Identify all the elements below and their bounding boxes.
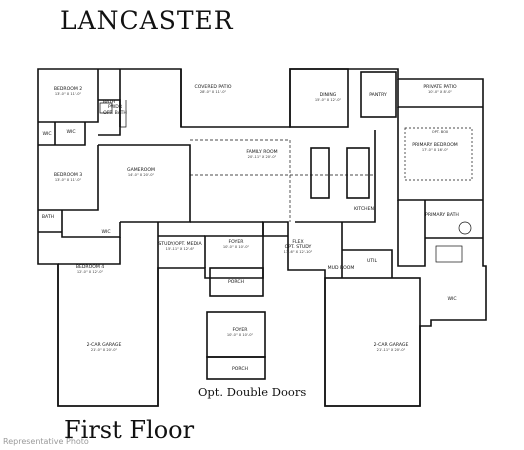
covered-patio-dims: 28'-0" X 11'-0" — [200, 90, 227, 94]
dining-dims: 15'-0" X 12'-0" — [315, 98, 342, 102]
opt-bath-label: OPT. BATH — [103, 110, 127, 116]
primary-bedroom-label: PRIMARY BEDROOM — [412, 142, 458, 148]
flex-dims: 13'-6" X 12'-10" — [284, 250, 313, 254]
opt-box-label: OPT. BOX — [432, 130, 449, 134]
wic-1-label: WIC — [42, 131, 51, 137]
primary-bath-label: PRIMARY BATH — [425, 212, 459, 218]
family-room-label: FAMILY ROOM — [246, 149, 277, 155]
primary-bedroom-dims: 17'-0" X 16'-0" — [422, 148, 449, 152]
foyer-label: FOYER — [229, 239, 245, 245]
study-dims: 15'-11" X 12'-6" — [166, 247, 195, 251]
alt-porch-label: PORCH — [232, 366, 248, 372]
pwdr-label: PWDR — [108, 104, 123, 110]
covered-patio-label: COVERED PATIO — [195, 84, 232, 90]
gameroom-label: GAMEROOM — [127, 167, 155, 173]
pantry-outline — [360, 71, 397, 118]
private-patio-label: PRIVATE PATIO — [423, 84, 457, 90]
pantry-label: PANTRY — [369, 92, 387, 98]
family-room-dims: 20'-11" X 20'-0" — [248, 155, 277, 159]
wic-2-label: WIC — [66, 129, 75, 135]
opt-double-doors-caption: Opt. Double Doors — [198, 385, 307, 399]
bedroom3-dims: 13'-0" X 11'-0" — [55, 178, 82, 182]
bath-top-label: BATH — [103, 99, 115, 105]
plan-title: LANCASTER — [60, 6, 234, 35]
floor-label: First Floor — [64, 416, 195, 444]
study-label: STUDY/OPT. MEDIA — [158, 241, 202, 247]
wic-3-label: WIC — [101, 229, 110, 235]
gameroom-dims: 14'-0" X 20'-0" — [128, 173, 155, 177]
bedroom3-label: BEDROOM 3 — [54, 172, 82, 178]
porch-label: PORCH — [228, 279, 244, 285]
covered-patio-outline — [119, 69, 182, 127]
kitchen-label: KITCHEN — [354, 206, 374, 212]
garage-left-label: 2-CAR GARAGE — [87, 342, 122, 348]
bath-left-label: BATH — [42, 214, 54, 220]
flex-label: FLEX — [292, 239, 303, 245]
wic-primary-label: WIC — [447, 296, 456, 302]
bedroom4-dims: 12'-0" X 12'-0" — [77, 270, 104, 274]
dining-outline — [289, 68, 349, 128]
garage-right-dims: 21'-11" X 20'-0" — [377, 348, 406, 352]
garage-right-label: 2-CAR GARAGE — [374, 342, 409, 348]
alt-foyer-label: FOYER — [233, 327, 249, 333]
foyer-dims: 10'-0" X 10'-0" — [223, 245, 250, 249]
garage-left-dims: 21'-0" X 20'-0" — [91, 348, 118, 352]
representative-photo-watermark: Representative Photo — [3, 437, 89, 446]
bedroom2-dims: 13'-0" X 11'-0" — [55, 92, 82, 96]
mud-room-label: MUD ROOM — [328, 265, 355, 271]
flex-sub-label: OPT. STUDY — [285, 244, 312, 250]
private-patio-dims: 10'-0" X 8'-0" — [428, 90, 452, 94]
dining-label: DINING — [320, 92, 337, 98]
util-label: UTIL — [367, 258, 378, 264]
bedroom2-label: BEDROOM 2 — [54, 86, 82, 92]
bedroom4-label: BEDROOM 4 — [76, 264, 104, 270]
alt-foyer-dims: 10'-0" X 10'-0" — [227, 333, 254, 337]
